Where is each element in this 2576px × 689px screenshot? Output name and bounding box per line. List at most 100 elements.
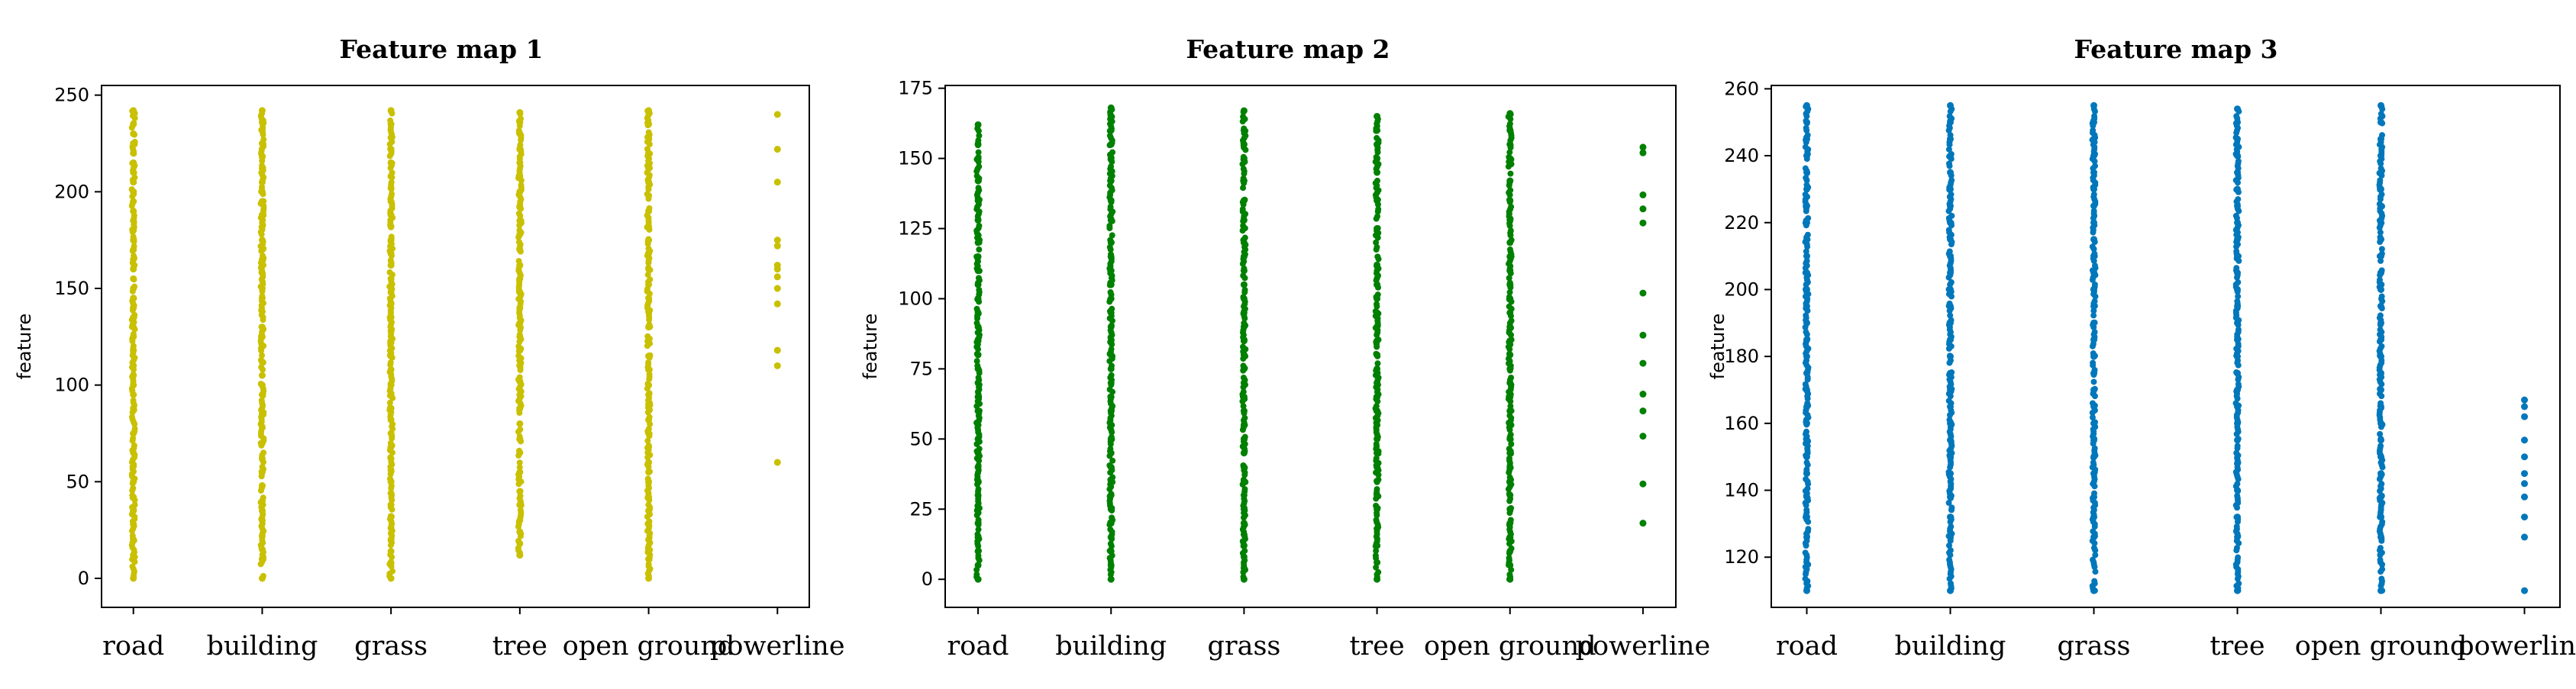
data-point [774,301,781,307]
data-point [2090,169,2097,176]
data-point [259,140,266,147]
data-point [2090,353,2097,360]
data-point [2234,487,2241,494]
data-point [645,401,652,408]
data-point [1109,372,1115,378]
data-point [1506,365,1513,372]
data-point [259,575,266,582]
data-point [645,575,652,582]
data-point [388,134,395,141]
data-point [1108,365,1115,372]
data-point [1108,394,1115,401]
data-point [1374,407,1380,414]
data-point [1803,533,1810,540]
data-point [1374,486,1380,492]
data-point [1108,155,1115,162]
data-point [645,339,652,346]
data-point [130,188,137,195]
data-point [1803,470,1810,477]
data-point [130,266,137,272]
data-point [388,382,395,388]
data-point [1241,352,1248,359]
data-point [2090,387,2097,394]
data-point [1506,379,1513,386]
data-point [976,185,982,191]
data-point [130,536,137,543]
data-point [976,246,982,253]
data-point [130,130,137,137]
data-point [259,269,266,276]
data-point [388,107,395,114]
data-point [130,150,137,156]
data-point [975,379,982,386]
data-point [2377,588,2384,594]
data-point [975,562,982,568]
data-point [2377,169,2384,176]
data-point [975,394,982,401]
y-tick-label: 0 [78,568,89,589]
data-point [1506,548,1513,555]
data-point [1108,337,1115,344]
data-point [1506,309,1513,316]
data-point [645,179,652,185]
data-point [1506,141,1513,148]
data-point [1803,236,1810,243]
data-point [774,347,781,354]
data-point [388,513,395,520]
data-point [976,150,982,156]
data-point [1803,269,1810,276]
data-point [1241,421,1248,428]
data-point [2377,303,2384,310]
data-point [2377,420,2384,427]
data-point [1506,337,1513,344]
data-point [516,529,523,536]
data-point [2090,136,2097,143]
y-tick-label: 175 [898,78,933,99]
data-point [975,121,982,128]
data-point [974,358,980,364]
data-point [388,490,395,497]
data-point [1108,105,1115,111]
data-point [975,407,982,414]
x-tick-label: open ground [2295,631,2468,662]
data-point [2090,202,2097,209]
data-point [2090,453,2097,460]
data-point [1639,192,1646,198]
y-tick-label: 220 [1724,212,1759,233]
data-point [130,159,137,166]
data-point [388,198,395,205]
data-point [130,347,137,354]
data-point [130,304,137,311]
data-point [388,339,395,346]
data-point [2234,136,2241,143]
data-point [1108,464,1115,471]
data-point [516,130,523,137]
data-point [1639,290,1646,297]
y-tick-label: 100 [54,375,89,396]
data-point [1506,506,1513,513]
data-point [2234,219,2241,226]
data-point [2091,578,2097,584]
data-point [516,468,523,475]
data-point [516,436,523,443]
data-point [2377,387,2384,394]
data-point [130,295,137,301]
data-point [130,198,137,205]
data-point [1947,286,1954,293]
y-tick-label: 50 [909,428,933,449]
data-point [1947,533,1954,540]
data-point [1947,236,1954,243]
data-point [259,127,266,134]
data-point [1374,365,1380,372]
data-point [2521,397,2528,404]
data-point [2377,403,2384,410]
data-point [1241,282,1248,288]
data-point [259,455,266,462]
data-point [1803,549,1809,555]
x-tick-label: road [1776,631,1838,662]
data-point [975,449,982,456]
data-point [2234,353,2241,360]
y-tick-label: 0 [922,568,933,590]
data-point [1108,449,1115,456]
data-point [975,253,982,260]
